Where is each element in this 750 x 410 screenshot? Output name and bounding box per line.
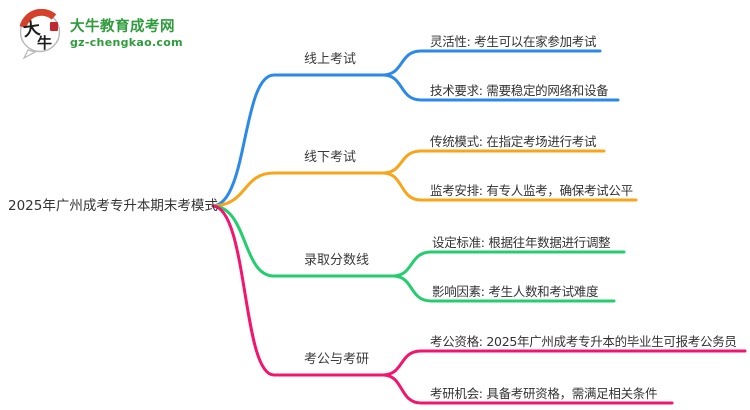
branch-line-offline-exam [211,171,385,208]
svg-text:大: 大 [22,18,42,41]
leaf-line-tech-requirements [381,73,620,102]
leaf-line-traditional-mode [381,149,606,175]
leaf-node-setting-standard[interactable]: 设定标准: 根据往年数据进行调整 [432,235,611,250]
svg-text:牛: 牛 [37,34,52,52]
site-domain: gz-chengkao.com [70,35,183,49]
leaf-node-flexibility[interactable]: 灵活性: 考生可以在家参加考试 [430,34,597,49]
branch-line-score-line [211,204,395,278]
leaf-node-civil-service-eligibility[interactable]: 考公资格: 2025年广州成考专升本的毕业生可报考公务员 [430,334,737,349]
branch-node-score-line[interactable]: 录取分数线 [304,253,370,268]
root-node[interactable]: 2025年广州成考专升本期末考模式 [8,198,218,214]
leaf-node-proctoring[interactable]: 监考安排: 有专人监考，确保考试公平 [430,183,633,198]
branch-line-civil-postgrad [211,204,385,377]
leaf-node-tech-requirements[interactable]: 技术要求: 需要稳定的网络和设备 [430,83,609,98]
leaf-line-influencing-factors [391,274,616,303]
leaf-node-postgrad-opportunity[interactable]: 考研机会: 具备考研资格，需满足相关条件 [430,386,658,401]
leaf-node-traditional-mode[interactable]: 传统模式: 在指定考场进行考试 [430,134,597,149]
bull-logo-icon: 大 牛 [19,9,61,59]
site-name: 大牛教育成考网 [70,18,175,35]
leaf-line-postgrad-opportunity [381,373,674,405]
leaf-line-proctoring [381,171,638,202]
leaf-line-flexibility [381,49,602,77]
site-logo[interactable]: 大 牛 大牛教育成考网 gz-chengkao.com [16,9,183,59]
leaf-line-setting-standard [391,250,626,278]
leaf-line-civil-service-eligibility [381,349,747,377]
branch-line-online-exam [211,73,385,208]
branch-node-online-exam[interactable]: 线上考试 [304,52,357,67]
branch-node-civil-postgrad[interactable]: 考公与考研 [304,352,370,367]
leaf-node-influencing-factors[interactable]: 影响因素: 考生人数和考试难度 [432,284,599,299]
branch-node-offline-exam[interactable]: 线下考试 [304,150,357,165]
